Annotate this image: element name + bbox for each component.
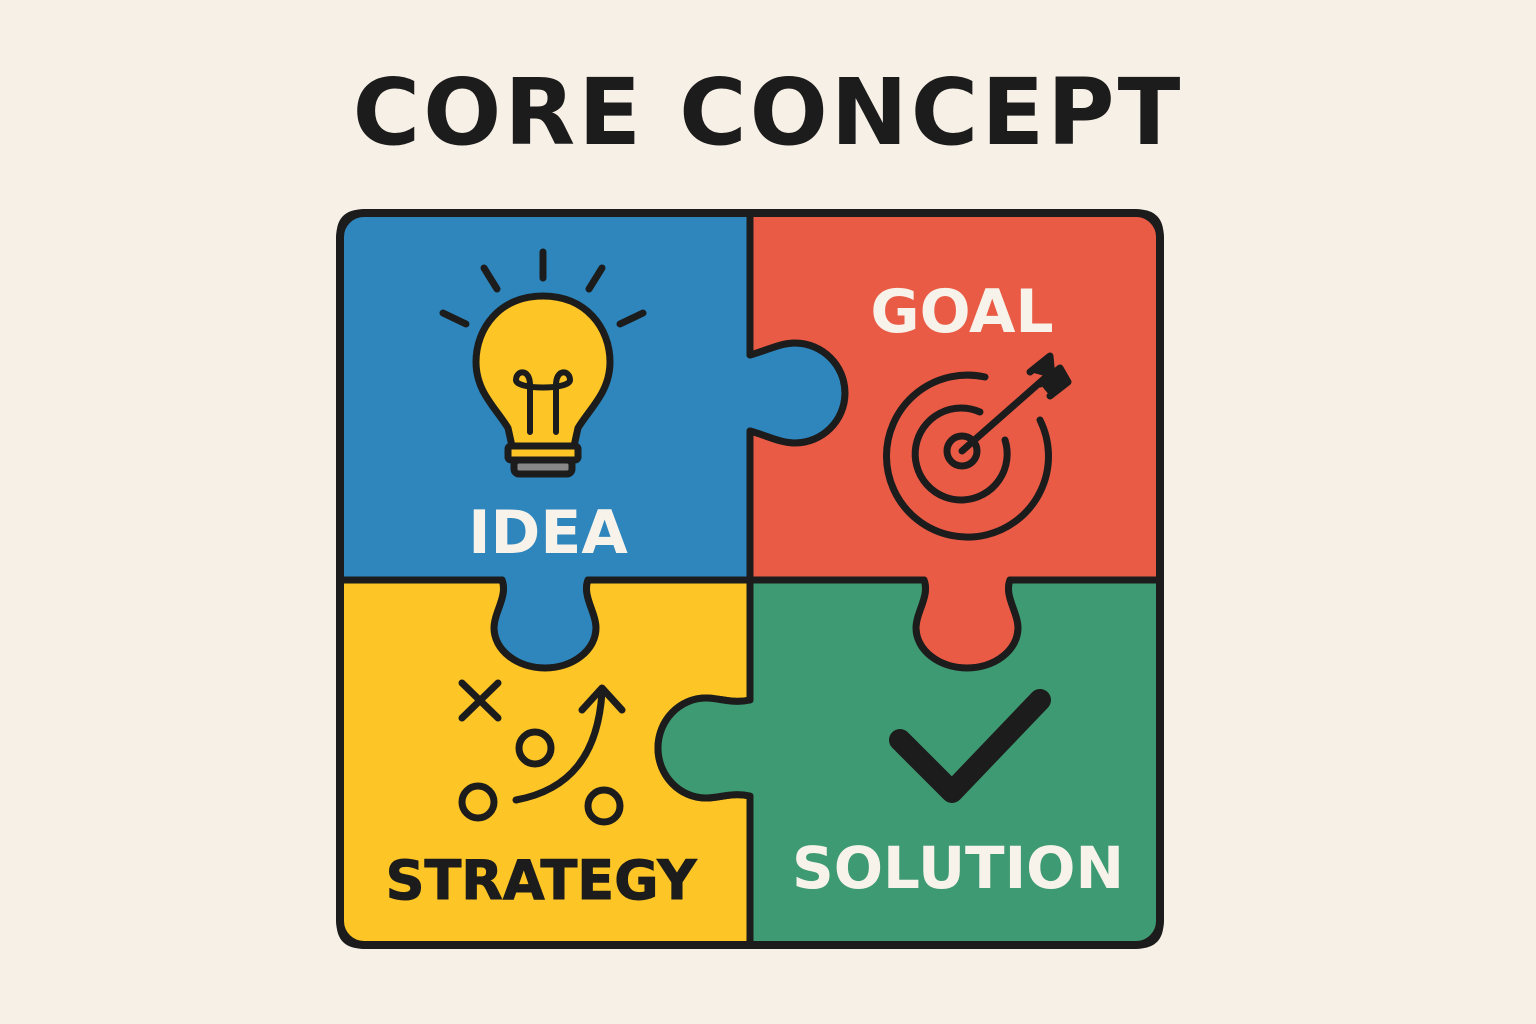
- lightbulb-icon: [439, 248, 647, 478]
- solution-label: SOLUTION: [792, 834, 1124, 902]
- strategy-label: STRATEGY: [386, 849, 698, 912]
- idea-label: IDEA: [468, 498, 628, 568]
- strategy-play-icon: [458, 679, 626, 826]
- goal-label: GOAL: [870, 277, 1053, 347]
- checkmark-icon: [889, 689, 1051, 803]
- puzzle-frame: [336, 209, 1164, 949]
- page-title: CORE CONCEPT: [352, 59, 1184, 166]
- target-arrow-icon: [883, 352, 1072, 541]
